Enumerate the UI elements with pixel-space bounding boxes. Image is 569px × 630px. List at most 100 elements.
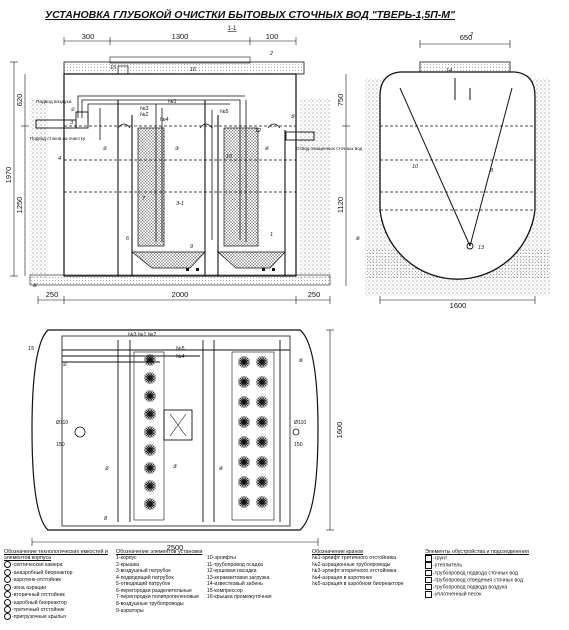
legend-element-row: 3-воздушный патрубок (116, 568, 171, 575)
dim-250-left: 250 (46, 290, 59, 299)
dim-100: 100 (266, 32, 279, 41)
marker-12: 12 (255, 128, 261, 134)
dim-1120: 1120 (336, 197, 345, 213)
legend-element-row: 9-аэраторы (116, 607, 144, 614)
legend-element-row: 13-керамзитовая загрузка (206, 574, 270, 581)
plan-view: 2500 1600 Ø110 150 Ø110 150 №3 №1 №2 №5 … (28, 329, 344, 552)
cross-marker-10: 10 (412, 164, 419, 170)
legend-tech-row: -септическая камера (4, 561, 112, 569)
legend-valves: Обозначение кранов №1-эрлифт третичного … (312, 549, 422, 588)
legend-valve-row: №5-аэрация в аэробном биореакторе (312, 581, 404, 588)
dim-1970: 1970 (4, 167, 13, 184)
marker-2: 2 (269, 51, 273, 57)
dim-110-right: Ø110 (294, 420, 306, 426)
legend-site-row: -уплотненный песок (425, 591, 565, 598)
plan-marker-8: 8 (104, 516, 108, 522)
legend-element-row: 1-корпус (116, 555, 137, 562)
marker-3: 3 (70, 120, 74, 126)
legend-tech-row: -третичный отстойник (4, 605, 112, 613)
legend-element-row: 8-воздушные трубопроводы (116, 601, 184, 608)
marker-15: 15 (110, 65, 117, 71)
legend-tech-row: -аэротенк-отстойник (4, 576, 112, 584)
marker-4: 4 (58, 156, 61, 162)
marker-zone-3: ③ (174, 145, 180, 152)
dim-1300: 1300 (172, 32, 189, 41)
outflow-label: Отвод очищенных сточных вод (296, 146, 363, 151)
marker-zone-4: ④ (264, 145, 270, 152)
air-supply-label: Подвод воздуха (36, 99, 72, 105)
legend-site-row: -трубопровод отведения сточных вод (425, 576, 565, 584)
marker-zone-3-1: 3-1 (176, 201, 184, 207)
legend-valve-row: №1-эрлифт третичного отстойника (312, 555, 397, 562)
valve-tag-n5-plan: №5 (176, 346, 185, 352)
valve-tag-n5-section: №5 (220, 109, 229, 115)
legend-element-row: 12-ершовая насадка (206, 568, 257, 575)
valve-tag-n1-section: №1 (168, 99, 177, 105)
legend-tech-row: -вторичный отстойник (4, 591, 112, 599)
legend-site-row: -грунт (425, 555, 565, 562)
legend-tech-row: -анаэробный биореактор (4, 568, 112, 576)
legend-element-row: 14-известковый забень (206, 581, 263, 588)
dim-150-left: 150 (56, 442, 65, 448)
marker-zone-5: ⑤ (290, 113, 296, 120)
drawing-title: УСТАНОВКА ГЛУБОКОЙ ОЧИСТКИ БЫТОВЫХ СТОЧН… (45, 8, 456, 21)
legend-element-row: 6-перегородки разделительные (116, 587, 192, 594)
valve-tags-plan: №3 №1 №2 (128, 332, 156, 338)
dim-2000: 2000 (172, 290, 189, 299)
cross-marker-zone-6: ⑥ (355, 235, 361, 242)
plan-marker-zone-2: ② (104, 465, 110, 472)
dim-620: 620 (15, 94, 24, 107)
dim-250-right: 250 (308, 290, 321, 299)
legend-site: Элементы обустройства и подсоединения -г… (425, 549, 565, 598)
legend-site-row: -утеплитель (425, 562, 565, 569)
dim-110-left: Ø110 (56, 420, 68, 426)
dim-650: 650 (460, 33, 473, 42)
legend-elements-col1: 1-корпус 2-крышка 3-воздушный патрубок 4… (116, 555, 199, 614)
legend-element-row: 10-эрлифты (206, 555, 236, 562)
legend-tech-row: -зона аэрации (4, 583, 112, 591)
cross-marker-13: 13 (478, 245, 485, 251)
marker-zone-2: ② (102, 145, 108, 152)
valve-tag-n4-plan: №4 (176, 354, 185, 360)
longitudinal-section: 300 1300 100 250 2000 250 1970 620 1250 … (4, 32, 363, 304)
legend-site-row: -трубопровод подвода сточных вод (425, 569, 565, 577)
legend-tech-heading: Обозначение технологических емкостей и э… (4, 549, 108, 562)
plan-marker-zone-3: ③ (172, 463, 178, 470)
legend-valve-row: №4-аэрация в аэротенке (312, 574, 373, 581)
cross-marker-14: 14 (446, 68, 452, 74)
plan-marker-15: 15 (28, 346, 35, 352)
legend-element-row: 2-крышка (116, 561, 139, 568)
legend-tech-row: -пригрузочные крылья (4, 613, 112, 621)
plan-marker-zone-4: ④ (218, 465, 224, 472)
valve-tag-n3-section: №3 (140, 106, 149, 112)
section-mark: 1-1 (228, 26, 237, 32)
dim-150-right: 150 (294, 442, 303, 448)
marker-zone-6: ⑥ (32, 282, 38, 289)
legend-site-heading: Элементы обустройства и подсоединения (425, 549, 529, 555)
legend-valve-row: №2-аэрационные трубопроводы (312, 561, 391, 568)
dim-750: 750 (336, 94, 345, 107)
legend-elements: Обозначение элементов установки 1-корпус… (116, 549, 306, 614)
marker-6: 6 (126, 236, 130, 242)
legend-valve-row: №3-эрлифт вторичного отстойника (312, 568, 397, 575)
dim-1600-cross: 1600 (450, 301, 467, 310)
cross-marker-8: 8 (490, 168, 494, 174)
valve-tag-n4-section: №4 (160, 117, 169, 123)
legend-elements-col2: 10-эрлифты 11-трубопровод осадка 12-ершо… (207, 555, 272, 614)
dim-1600-plan: 1600 (335, 422, 344, 439)
legend-element-row: 7-перегородки полипропиленовые (116, 594, 199, 601)
plan-marker-zone-6: ⑥ (298, 357, 304, 364)
legend-element-row: 16-крышка промежуточная (206, 594, 272, 601)
legend-site-row: -трубопровод подвода воздуха (425, 583, 565, 591)
valve-tag-n2-section: №2 (140, 112, 149, 118)
dim-1250: 1250 (15, 197, 24, 214)
plan-marker-zone-1: ① (62, 361, 68, 368)
legend-element-row: 4-подводящий патрубок (116, 574, 174, 581)
legend-valves-heading: Обозначение кранов (312, 549, 364, 555)
legend-element-row: 5-отводящий патрубок (116, 581, 171, 588)
dim-2500: 2500 (167, 543, 184, 552)
legend-elements-heading: Обозначение элементов установки (116, 549, 203, 555)
marker-16: 16 (190, 67, 197, 73)
dim-300: 300 (82, 32, 95, 41)
